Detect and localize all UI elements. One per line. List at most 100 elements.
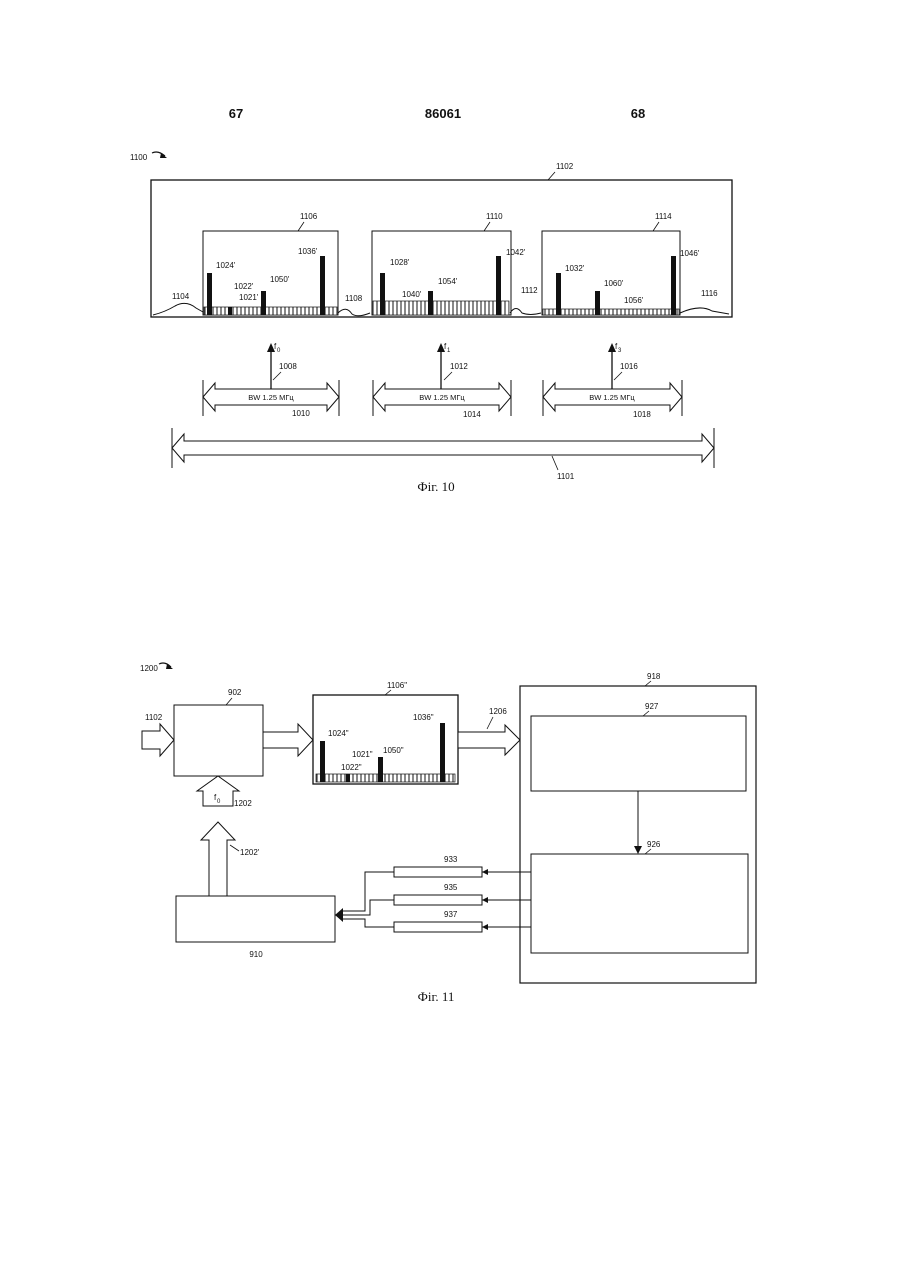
block-910-label: 910 (249, 950, 263, 959)
arrow-910-to-902-label: 1202' (240, 848, 260, 857)
channel-1-pilot-b (320, 256, 325, 315)
block-926-label: 926 (647, 840, 661, 849)
page-number-right: 68 (631, 106, 645, 121)
filtered-tone-a (346, 774, 350, 782)
channel-2-pilot-a-label: 1028' (390, 258, 410, 267)
fig10-ref-arrowhead-icon (160, 153, 167, 158)
channel-box-3 (542, 231, 680, 315)
channel-1-pilot-b-label: 1036' (298, 247, 318, 256)
filtered-pilot-b-label: 1036" (413, 713, 434, 722)
figure-11: 1200 1102 902 1106" 1024" 1036" 1022" 10… (140, 663, 756, 1004)
freq-2-ref: 1012 (450, 362, 468, 371)
feedback-933-line-out (341, 872, 394, 911)
center-frequency-3: f 3 1016 (608, 342, 638, 393)
freq-3-sub: 3 (618, 348, 622, 354)
center-frequency-2: f 1 1012 (437, 342, 468, 393)
filtered-pilot-a-label: 1024" (328, 729, 349, 738)
filtered-tone-c (378, 757, 383, 782)
fig10-ref-label: 1100 (130, 153, 148, 162)
outer-box-label: 1102 (556, 162, 574, 171)
channel-3-pilot-b (671, 256, 676, 315)
feedback-937-line-out (341, 919, 394, 927)
patent-number: 86061 (425, 106, 461, 121)
filtered-tone-c-label: 1050" (383, 746, 404, 755)
channel-2-tone-b-label: 1054' (438, 277, 458, 286)
block-927 (531, 716, 746, 791)
bw-3-ref: 1018 (633, 410, 651, 419)
feedback-933-block (394, 867, 482, 877)
noise-label-1108: 1108 (345, 294, 363, 303)
freq-3-ref: 1016 (620, 362, 638, 371)
channel-3-pilot-b-label: 1046' (680, 249, 700, 258)
block-910 (176, 896, 335, 942)
freq-1-leader (273, 372, 281, 380)
block-918-label: 918 (647, 672, 661, 681)
bw-1-text: BW 1.25 МГц (248, 393, 294, 402)
block-918-leader (645, 681, 651, 686)
channel-1-tone-b-label: 1021' (239, 293, 259, 302)
channel-box-3-leader (653, 222, 659, 231)
bw-2-text: BW 1.25 МГц (419, 393, 465, 402)
feedback-935-arrowhead-icon (482, 897, 488, 903)
freq-1-sub: 0 (277, 348, 281, 354)
freq-control-label: 1202 (234, 799, 252, 808)
channel-3-tone-a (595, 291, 600, 315)
feedback-935-line-out (341, 900, 394, 915)
channel-3-tone-b-label: 1056' (624, 296, 644, 305)
channel-box-2-label: 1110 (486, 212, 503, 221)
channel-3-subcarriers (543, 309, 679, 315)
channel-1-tone-a-label: 1022' (234, 282, 254, 291)
feedback-937-block (394, 922, 482, 932)
filtered-tone-a-label: 1022" (341, 763, 362, 772)
bw-1-ref: 1010 (292, 409, 310, 418)
fig11-ref-arrowhead-icon (166, 664, 173, 669)
center-frequency-1: f 0 1008 (267, 342, 297, 393)
arrow-910-to-902 (201, 822, 235, 896)
arrow-910-to-902-leader (230, 845, 239, 851)
channel-2-tone-a-label: 1040' (402, 290, 422, 299)
feedback-935-block (394, 895, 482, 905)
channel-3-pilot-a-label: 1032' (565, 264, 585, 273)
bw-2-ref: 1014 (463, 410, 481, 419)
channel-2-pilot-b (496, 256, 501, 315)
fig11-ref-label: 1200 (140, 664, 158, 673)
channel-box-1 (203, 231, 338, 315)
filtered-pilot-a (320, 741, 325, 782)
channel-3-pilot-a (556, 273, 561, 315)
channel-1-tone-c (261, 291, 266, 315)
noise-label-1116: 1116 (701, 289, 718, 298)
block-902-label: 902 (228, 688, 242, 697)
channel-box-1-leader (298, 222, 304, 231)
channel-1-pilot-a-label: 1024' (216, 261, 236, 270)
input-signal-arrow (142, 724, 174, 756)
input-signal-label: 1102 (145, 713, 163, 722)
freq-2-leader (444, 372, 452, 380)
channel-3-tone-a-label: 1060' (604, 279, 624, 288)
total-band-leader (552, 456, 558, 470)
block-927-label: 927 (645, 702, 659, 711)
freq-1-ref: 1008 (279, 362, 297, 371)
figure-10: 1100 1102 1104 1108 1112 1116 1106 1024'… (130, 152, 732, 494)
bandwidth-arrow-2: BW 1.25 МГц 1014 (373, 380, 511, 419)
channel-box-2-leader (484, 222, 490, 231)
figure-10-caption: Фіг. 10 (417, 479, 454, 494)
channel-1-tone-c-label: 1050' (270, 275, 290, 284)
channel-box-1-label: 1106 (300, 212, 318, 221)
filtered-tone-b-label: 1021" (352, 750, 373, 759)
feedback-937-label: 937 (444, 910, 458, 919)
block-902-leader (226, 698, 232, 705)
channel-2-subcarriers (373, 301, 509, 315)
channel-box-3-label: 1114 (655, 212, 672, 221)
outer-box-leader (548, 172, 555, 180)
block-902 (174, 705, 263, 776)
output-signal-leader (487, 717, 493, 729)
noise-label-1112: 1112 (521, 286, 538, 295)
feedback-935-label: 935 (444, 883, 458, 892)
figure-11-caption: Фіг. 11 (418, 989, 455, 1004)
total-band-arrow-shape (172, 434, 714, 462)
feedback-merge-arrowhead-icon (335, 908, 343, 922)
output-signal-arrow (458, 725, 520, 755)
filtered-subcarriers (316, 774, 455, 782)
channel-1-pilot-a (207, 273, 212, 315)
channel-2-pilot-b-label: 1042' (506, 248, 526, 257)
